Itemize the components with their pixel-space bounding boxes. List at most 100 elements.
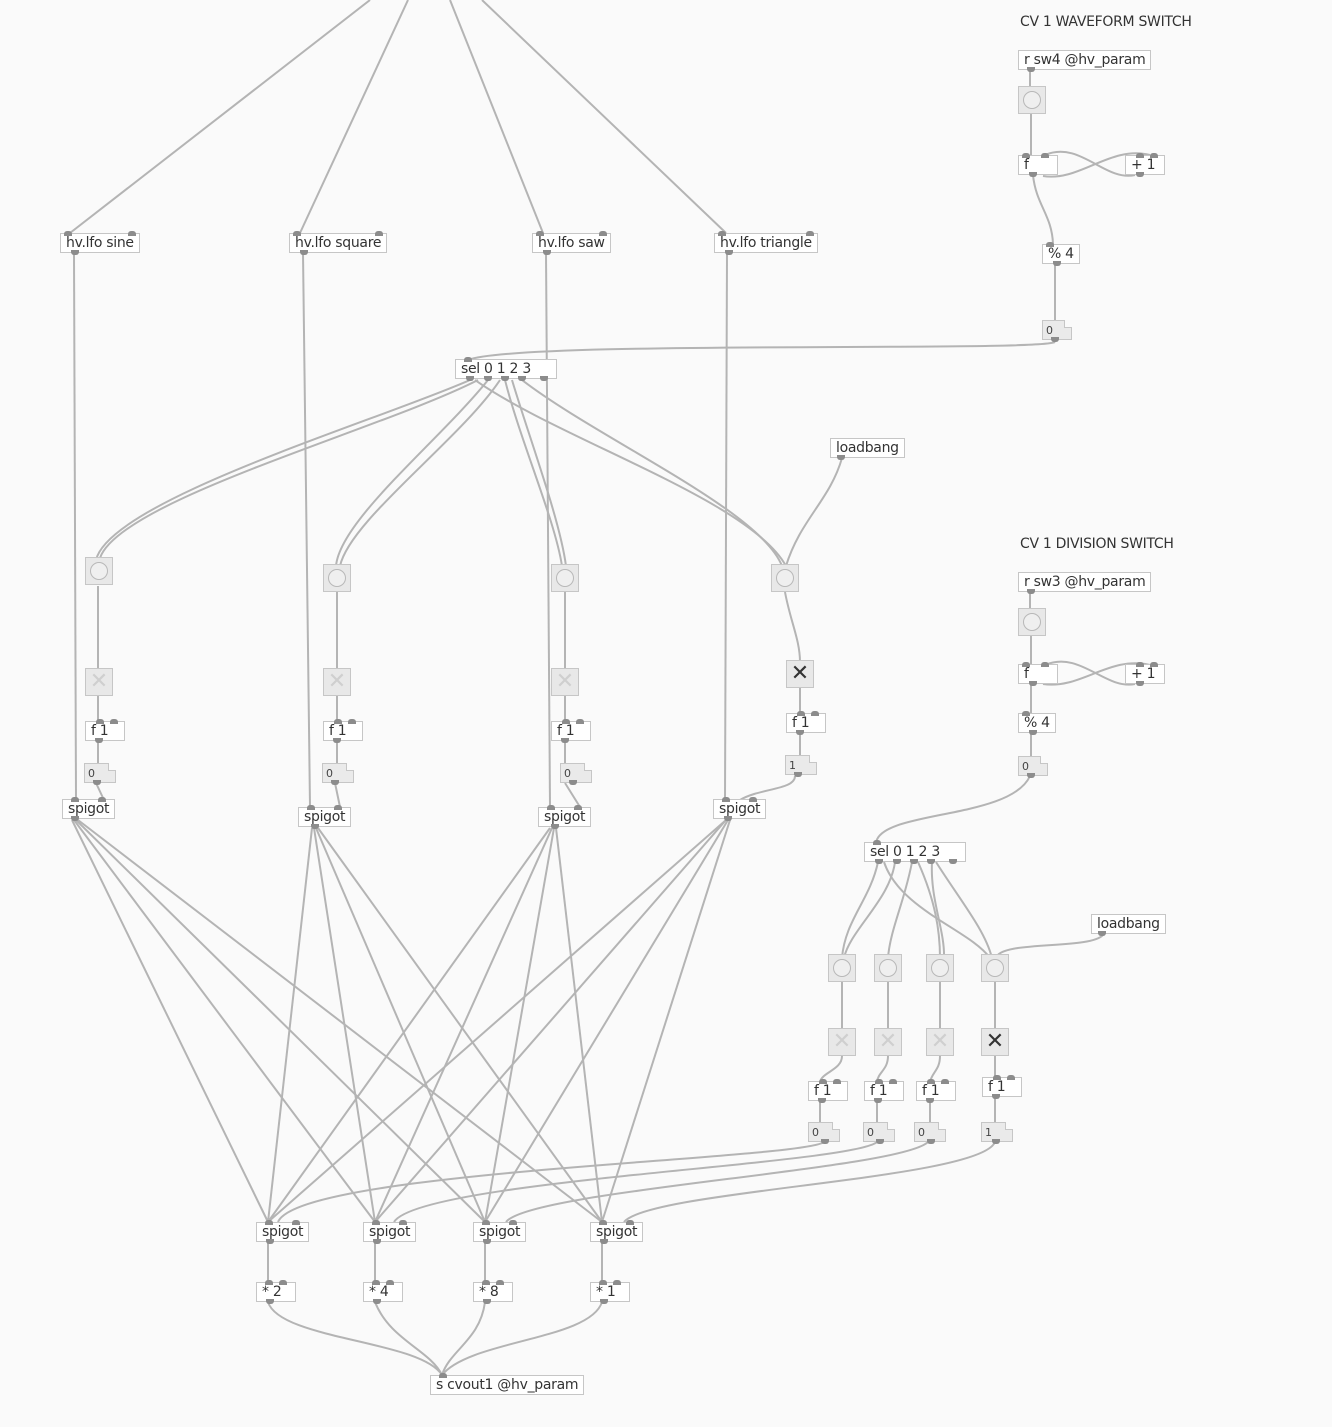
- loadbang-object[interactable]: loadbang: [1091, 914, 1166, 936]
- outlet[interactable]: [266, 1239, 274, 1244]
- number-box[interactable]: 0: [914, 1122, 946, 1144]
- inlet[interactable]: [293, 231, 301, 236]
- outlet[interactable]: [926, 1098, 934, 1103]
- outlet[interactable]: [874, 1098, 882, 1103]
- inlet[interactable]: [127, 231, 136, 236]
- inlet[interactable]: [819, 1079, 827, 1084]
- inlet[interactable]: [547, 805, 555, 810]
- spigot-object[interactable]: spigot: [256, 1220, 310, 1244]
- inlet[interactable]: [307, 805, 315, 810]
- multiply-8-object[interactable]: * 8: [473, 1280, 513, 1304]
- inlet[interactable]: [1150, 153, 1158, 158]
- plus-one-object[interactable]: + 1: [1125, 662, 1165, 686]
- outlet[interactable]: [1027, 67, 1035, 72]
- multiply-2-object[interactable]: * 2: [256, 1280, 296, 1304]
- inlet[interactable]: [292, 1220, 301, 1225]
- bang-icon[interactable]: [323, 564, 351, 592]
- outlet[interactable]: [1051, 337, 1059, 342]
- inlet[interactable]: [334, 719, 342, 724]
- spigot-object[interactable]: spigot: [590, 1220, 644, 1244]
- spigot-object[interactable]: spigot: [538, 805, 592, 829]
- outlet[interactable]: [1029, 172, 1037, 177]
- spigot-object[interactable]: spigot: [713, 797, 767, 821]
- number-box[interactable]: 0: [322, 763, 354, 785]
- outlet[interactable]: [93, 780, 101, 785]
- inlet[interactable]: [279, 1280, 287, 1285]
- inlet[interactable]: [718, 231, 726, 236]
- plus-one-object[interactable]: + 1: [1125, 153, 1165, 177]
- outlet[interactable]: [837, 455, 845, 460]
- inlet[interactable]: [399, 1220, 408, 1225]
- float-one-object[interactable]: f 1: [786, 711, 826, 735]
- toggle-icon[interactable]: ✕: [551, 668, 579, 696]
- outlet[interactable]: [95, 738, 103, 743]
- outlet[interactable]: [1136, 172, 1144, 177]
- multiply-1-object[interactable]: * 1: [590, 1280, 630, 1304]
- mod-four-object[interactable]: % 4: [1042, 242, 1080, 266]
- outlet[interactable]: [466, 376, 474, 381]
- bang-icon[interactable]: [771, 564, 799, 592]
- inlet[interactable]: [1041, 153, 1049, 158]
- inlet[interactable]: [1150, 662, 1158, 667]
- receive-sw4-object[interactable]: r sw4 @hv_param: [1018, 50, 1152, 72]
- mod-four-object[interactable]: % 4: [1018, 711, 1056, 735]
- outlet[interactable]: [518, 376, 526, 381]
- inlet[interactable]: [993, 1075, 1001, 1080]
- outlet[interactable]: [992, 1139, 1000, 1144]
- outlet[interactable]: [1029, 730, 1037, 735]
- outlet[interactable]: [1136, 681, 1144, 686]
- toggle-icon[interactable]: ✕: [786, 660, 814, 688]
- inlet[interactable]: [386, 1280, 394, 1285]
- outlet[interactable]: [311, 824, 319, 829]
- outlet[interactable]: [300, 250, 308, 255]
- outlet[interactable]: [725, 250, 733, 255]
- select-object[interactable]: sel 0 1 2 3: [455, 357, 557, 381]
- toggle-icon[interactable]: ✕: [981, 1028, 1009, 1056]
- spigot-object[interactable]: spigot: [298, 805, 352, 829]
- inlet[interactable]: [833, 1079, 841, 1084]
- bang-icon[interactable]: [926, 954, 954, 982]
- inlet[interactable]: [1136, 153, 1144, 158]
- inlet[interactable]: [464, 357, 472, 362]
- outlet[interactable]: [543, 250, 551, 255]
- inlet[interactable]: [1041, 662, 1049, 667]
- float-one-object[interactable]: f 1: [982, 1075, 1022, 1099]
- outlet[interactable]: [1027, 773, 1035, 778]
- inlet[interactable]: [1046, 242, 1054, 247]
- inlet[interactable]: [805, 231, 814, 236]
- number-box[interactable]: 0: [560, 763, 592, 785]
- outlet[interactable]: [724, 816, 732, 821]
- toggle-icon[interactable]: ✕: [926, 1028, 954, 1056]
- inlet[interactable]: [749, 797, 758, 802]
- outlet[interactable]: [992, 1094, 1000, 1099]
- inlet[interactable]: [509, 1220, 518, 1225]
- inlet[interactable]: [98, 797, 107, 802]
- outlet[interactable]: [927, 859, 935, 864]
- inlet[interactable]: [334, 805, 343, 810]
- float-one-object[interactable]: f 1: [808, 1079, 848, 1103]
- inlet[interactable]: [626, 1220, 635, 1225]
- lfo-square-object[interactable]: hv.lfo square: [289, 231, 388, 255]
- outlet[interactable]: [266, 1299, 274, 1304]
- inlet[interactable]: [889, 1079, 897, 1084]
- send-cvout1-object[interactable]: s cvout1 @hv_param: [430, 1373, 585, 1395]
- outlet[interactable]: [483, 1239, 491, 1244]
- lfo-saw-object[interactable]: hv.lfo saw: [532, 231, 611, 255]
- bang-icon[interactable]: [551, 564, 579, 592]
- outlet[interactable]: [600, 1299, 608, 1304]
- spigot-object[interactable]: spigot: [363, 1220, 417, 1244]
- outlet[interactable]: [373, 1239, 381, 1244]
- float-one-object[interactable]: f 1: [864, 1079, 904, 1103]
- bang-icon[interactable]: [981, 954, 1009, 982]
- outlet[interactable]: [540, 376, 548, 381]
- inlet[interactable]: [598, 231, 607, 236]
- select-object[interactable]: sel 0 1 2 3: [864, 840, 966, 864]
- inlet[interactable]: [562, 719, 570, 724]
- receive-sw3-object[interactable]: r sw3 @hv_param: [1018, 572, 1152, 594]
- outlet[interactable]: [333, 738, 341, 743]
- outlet[interactable]: [927, 1139, 935, 1144]
- number-box[interactable]: 0: [84, 763, 116, 785]
- float-one-object[interactable]: f 1: [85, 719, 125, 743]
- inlet[interactable]: [875, 1079, 883, 1084]
- outlet[interactable]: [876, 1139, 884, 1144]
